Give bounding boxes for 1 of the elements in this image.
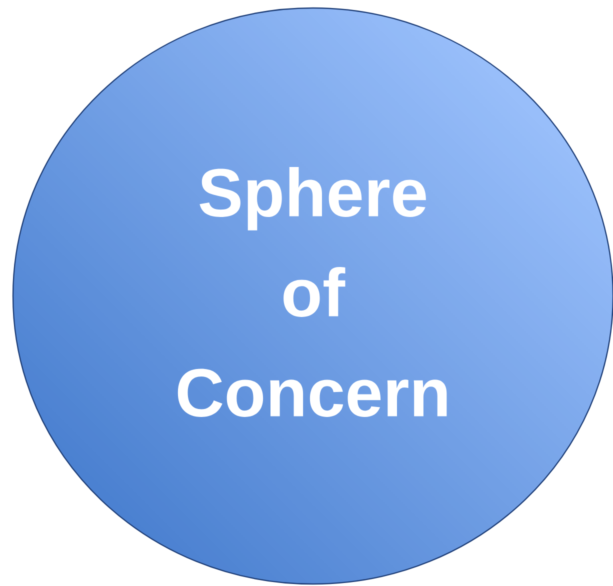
circle-node: Sphere of Concern — [12, 7, 613, 585]
